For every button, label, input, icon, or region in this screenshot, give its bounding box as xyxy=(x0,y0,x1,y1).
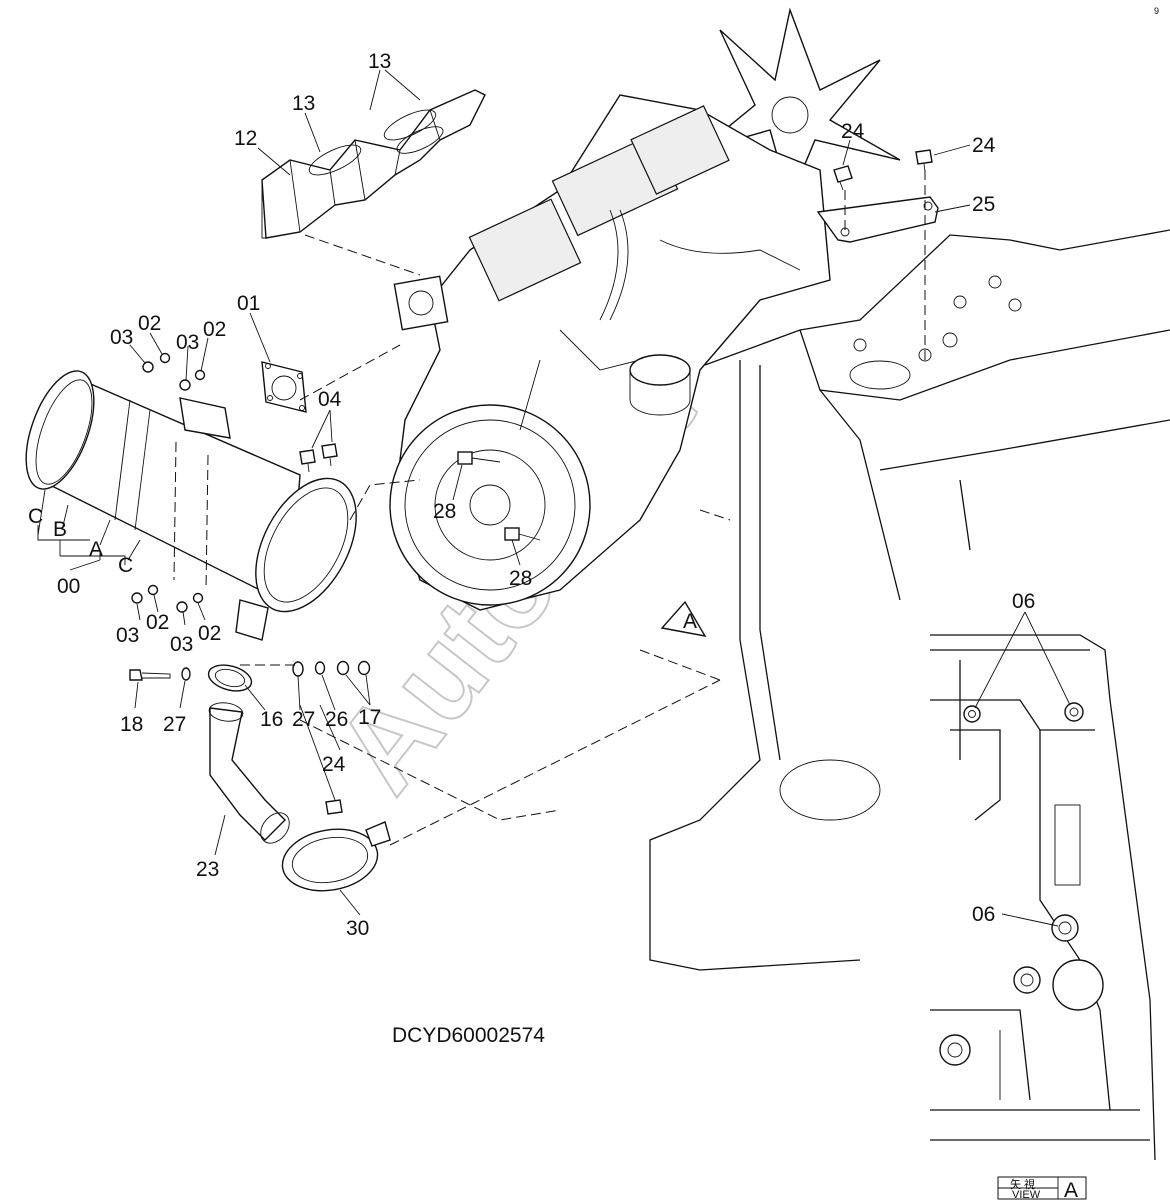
callout-03-a: 03 xyxy=(110,326,133,349)
callout-24-lower: 24 xyxy=(322,753,346,776)
callout-06-bottom: 06 xyxy=(972,903,995,926)
bolt-28-upper xyxy=(457,451,501,465)
callout-27-right: 27 xyxy=(292,708,315,731)
bracket-30 xyxy=(281,821,391,892)
muffler-00 xyxy=(25,370,357,641)
svg-text:A: A xyxy=(683,610,697,633)
svg-text:VIEW: VIEW xyxy=(1012,1189,1041,1200)
tail-pipe-23 xyxy=(208,702,290,844)
drawing-code: DCYD60002574 xyxy=(392,1024,545,1047)
engine-assembly xyxy=(389,7,901,611)
callout-24-right: 24 xyxy=(972,134,996,157)
callout-18: 18 xyxy=(120,713,143,736)
callout-26: 26 xyxy=(325,708,348,731)
callout-03-b: 03 xyxy=(176,331,199,354)
callout-13-left: 13 xyxy=(292,92,315,115)
machine-frame xyxy=(649,229,1170,971)
callout-a: A xyxy=(89,538,103,561)
callout-25: 25 xyxy=(972,193,995,216)
callout-13-top: 13 xyxy=(368,50,391,73)
bolt-24-right xyxy=(915,149,933,173)
bolts-04 xyxy=(299,443,338,473)
callout-00: 00 xyxy=(57,575,80,598)
callout-24-left: 24 xyxy=(841,120,865,143)
corner-mark: 9 xyxy=(1154,6,1159,16)
cover-plate-25 xyxy=(816,196,939,243)
leader-lines xyxy=(37,69,971,916)
bolt-24-left xyxy=(833,165,853,191)
view-label-box: 矢 視 VIEW A xyxy=(997,1176,1087,1200)
callout-03-d: 03 xyxy=(170,633,193,656)
callout-02-b: 02 xyxy=(203,318,226,341)
callout-02-c: 02 xyxy=(146,611,169,634)
callout-23: 23 xyxy=(196,858,219,881)
callout-28-upper: 28 xyxy=(433,500,456,523)
clamp-hardware xyxy=(129,660,371,692)
bolt-24-lower xyxy=(325,799,343,815)
callout-28-lower: 28 xyxy=(509,567,532,590)
fasteners-02-03 xyxy=(131,352,206,613)
callout-b: B xyxy=(53,518,67,541)
callout-01: 01 xyxy=(237,292,260,315)
callout-17: 17 xyxy=(358,706,381,729)
svg-text:A: A xyxy=(1064,1179,1078,1200)
callout-27-left: 27 xyxy=(163,713,186,736)
view-a-marker: A xyxy=(660,600,707,637)
callout-12: 12 xyxy=(234,127,257,150)
callout-16: 16 xyxy=(260,708,283,731)
callout-c-2: C xyxy=(118,554,133,577)
callout-06-top: 06 xyxy=(1012,590,1035,613)
assembly-lines xyxy=(240,170,926,846)
gasket-01 xyxy=(261,361,307,413)
bolt-28-lower xyxy=(504,527,541,541)
callout-04: 04 xyxy=(318,388,342,411)
callout-30: 30 xyxy=(346,917,369,940)
callout-02-d: 02 xyxy=(198,622,221,645)
view-a-inset xyxy=(930,611,1156,1161)
callout-03-c: 03 xyxy=(116,624,139,647)
callout-c-1: C xyxy=(28,505,43,528)
callout-02-a: 02 xyxy=(138,312,161,335)
callout-labels: 12 13 13 01 03 02 03 02 04 28 28 24 24 2… xyxy=(28,50,1035,940)
svg-text:矢 視: 矢 視 xyxy=(1010,1177,1035,1191)
heat-shield-covers xyxy=(261,89,486,239)
